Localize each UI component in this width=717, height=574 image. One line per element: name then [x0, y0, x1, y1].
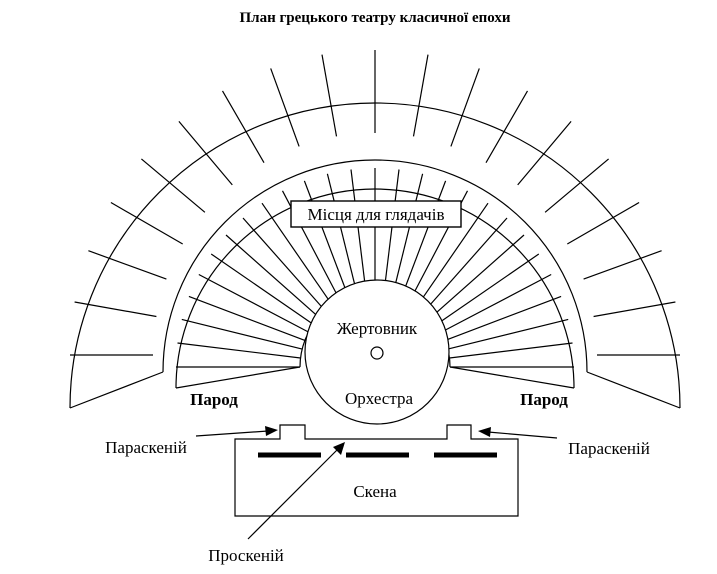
- lower-aisle-line: [449, 342, 573, 359]
- lower-aisle-line: [242, 217, 326, 312]
- lower-aisle-line: [401, 180, 447, 298]
- upper-aisle-line: [221, 90, 265, 164]
- proskenion-arrow-line: [247, 447, 340, 540]
- paraskenion-right-arrow-line: [487, 431, 558, 439]
- upper-aisle-line: [566, 201, 640, 245]
- upper-aisle-line: [485, 90, 529, 164]
- upper-tier-aisles: [70, 50, 680, 356]
- parod-right-label: Парод: [520, 390, 568, 409]
- lower-aisle-line: [424, 217, 508, 312]
- upper-aisle-line: [178, 121, 233, 186]
- lower-tier-left-edge: [175, 366, 301, 389]
- upper-aisle-line: [110, 201, 184, 245]
- lower-tier-right-edge: [449, 366, 575, 389]
- altar-circle: [370, 346, 384, 360]
- upper-aisle-line: [583, 250, 662, 280]
- paraskenion-left-label: Параскеній: [105, 438, 187, 457]
- lower-aisle-line: [303, 180, 349, 298]
- proskenion-label: Проскеній: [208, 546, 284, 565]
- parod-left-label: Парод: [190, 390, 238, 409]
- theatron-left-edge: [69, 371, 164, 409]
- lower-aisle-line: [392, 173, 424, 295]
- lower-aisle-line: [430, 234, 525, 318]
- upper-aisle-line: [141, 158, 206, 213]
- lower-aisle-line: [225, 234, 320, 318]
- lower-aisle-line: [417, 202, 489, 306]
- upper-aisle-line: [412, 54, 429, 137]
- proskenion-arrowhead: [333, 442, 345, 455]
- paraskenion-right-arrowhead: [478, 427, 491, 437]
- lower-aisle-line: [350, 169, 367, 293]
- lower-aisle-line: [188, 295, 306, 341]
- paraskenion-right-label: Параскеній: [568, 439, 650, 458]
- altar-label: Жертовник: [337, 319, 418, 338]
- upper-aisle-line: [321, 54, 338, 137]
- lower-aisle-line: [181, 318, 303, 350]
- upper-aisle-line: [517, 121, 572, 186]
- lower-aisle-line: [210, 253, 314, 325]
- upper-aisle-line: [88, 250, 167, 280]
- paraskenion-left-arrowhead: [265, 426, 278, 436]
- lower-aisle-line: [261, 202, 333, 306]
- lower-aisle-line: [441, 273, 552, 333]
- seats-label: Місця для глядачів: [308, 205, 445, 224]
- skene-building: [234, 424, 519, 517]
- paraskenion-left-arrow-line: [195, 430, 269, 437]
- lower-aisle-line: [326, 173, 358, 295]
- lower-aisle-line: [436, 253, 540, 325]
- upper-aisle-line: [450, 68, 480, 147]
- upper-aisle-line: [270, 68, 300, 147]
- lower-aisle-line: [444, 295, 562, 341]
- diagram-title: План грецького театру класичної епохи: [239, 10, 510, 26]
- seats-label-box: [290, 200, 462, 228]
- theatron: [69, 50, 681, 409]
- lower-aisle-line: [177, 342, 301, 359]
- theatron-right-edge: [586, 371, 681, 409]
- upper-aisle-line: [74, 301, 157, 318]
- lower-aisle-line: [198, 273, 309, 333]
- diazoma-outer-arc: [162, 159, 588, 373]
- skene-label: Скена: [353, 482, 397, 501]
- orchestra-label: Орхестра: [345, 389, 414, 408]
- lower-aisle-line: [383, 169, 400, 293]
- lower-aisle-line: [447, 318, 569, 350]
- upper-aisle-line: [544, 158, 609, 213]
- upper-aisle-line: [593, 301, 676, 318]
